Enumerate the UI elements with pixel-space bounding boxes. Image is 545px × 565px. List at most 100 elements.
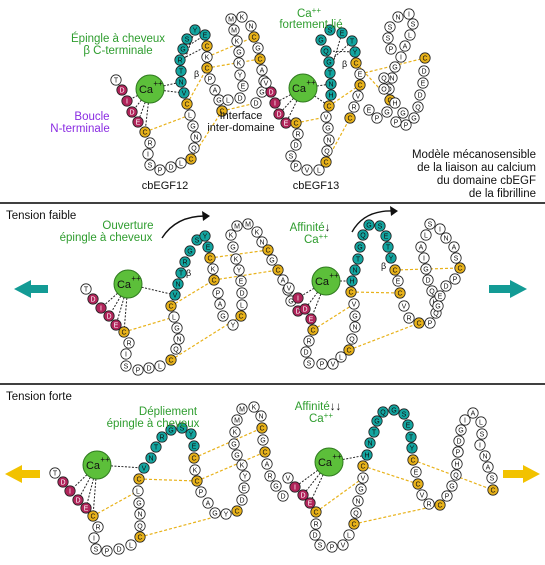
svg-text:E: E — [203, 33, 208, 40]
svg-text:Y: Y — [193, 28, 198, 35]
mid-d1-residue-20: T — [175, 267, 187, 279]
top-d1-residue-1: D — [116, 84, 128, 96]
svg-text:D: D — [295, 309, 300, 316]
top-d2-residue-55: P — [400, 119, 412, 131]
svg-text:++: ++ — [306, 78, 316, 87]
top-d1-ss-2 — [186, 67, 208, 105]
bot-d2-residue-47: S — [486, 472, 498, 484]
top-ss-link-0 — [206, 36, 255, 58]
svg-text:S: S — [124, 364, 129, 371]
mid-d2-ss-2 — [350, 291, 401, 294]
bot-d1-residue-34: D — [236, 494, 248, 506]
svg-text:S: S — [94, 547, 99, 554]
top-d2-residue-4: E — [280, 117, 292, 129]
svg-text:R: R — [182, 260, 187, 267]
top-d2-residue-34: E — [363, 104, 375, 116]
svg-text:I: I — [125, 352, 127, 359]
mid-d1-residue-22: G — [184, 245, 196, 257]
top-d2-residue-59: E — [417, 77, 429, 89]
bot-d1-residue-10: D — [113, 543, 125, 555]
svg-text:C: C — [392, 268, 397, 275]
top-link-residue-2: D — [234, 92, 246, 104]
svg-text:S: S — [328, 28, 333, 35]
ca-bound-text: Ca — [297, 8, 312, 20]
top-d1-residue-8: S — [144, 159, 156, 171]
mid-d2-residue-22: G — [363, 219, 375, 231]
top-link-residue-0: C — [216, 105, 228, 117]
top-d2-residue-0: V — [260, 77, 272, 89]
tension-arrow-right-low — [489, 280, 527, 298]
bot-d2-residue-26: Y — [406, 442, 418, 454]
svg-text:T: T — [179, 271, 184, 278]
svg-text:V: V — [264, 81, 269, 88]
mid-d1-residue-36: E — [235, 275, 247, 287]
bot-d2-residue-11: C — [348, 518, 360, 530]
mid-d2-residue-51: G — [432, 300, 444, 312]
mid-d1-residue-46: G — [266, 254, 278, 266]
bot-d1-residue-26: C — [188, 452, 200, 464]
svg-text:G: G — [230, 245, 235, 252]
svg-text:V: V — [420, 493, 425, 500]
svg-text:L: L — [179, 161, 183, 168]
svg-text:R: R — [126, 341, 131, 348]
top-d1-residue-29: P — [204, 73, 216, 85]
svg-text:G: G — [449, 484, 454, 491]
svg-text:Ca: Ca — [117, 279, 132, 291]
affinity-bot-line2: Ca++ — [309, 411, 333, 425]
mid-d2-residue-40: A — [415, 241, 427, 253]
model-line3: du domaine cbEGF — [437, 175, 536, 187]
top-d2-hbond-0 — [329, 32, 343, 74]
svg-text:R: R — [159, 435, 164, 442]
svg-text:D: D — [239, 498, 244, 505]
svg-text:C: C — [437, 503, 442, 510]
svg-text:V: V — [173, 293, 178, 300]
mid-d2-residue-18: N — [349, 264, 361, 276]
svg-text:++: ++ — [100, 455, 110, 464]
bot-d1-residue-5: C — [87, 510, 99, 522]
bot-d1-residue-36: Y — [239, 470, 251, 482]
svg-text:K: K — [252, 405, 257, 412]
top-d2-residue-58: D — [414, 89, 426, 101]
svg-text:I: I — [126, 99, 128, 106]
bot-d1-residue-51: D — [277, 490, 289, 502]
svg-text:K: K — [193, 468, 198, 475]
top-d2-residue-7: D — [290, 139, 302, 151]
svg-text:R: R — [406, 316, 411, 323]
svg-text:S: S — [411, 22, 416, 29]
ca-ion-top-d1: Ca++ — [135, 74, 165, 104]
svg-text:C: C — [326, 104, 331, 111]
rotation-arrow-right — [351, 210, 394, 233]
svg-text:K: K — [240, 463, 245, 470]
mid-d2-residue-11: C — [343, 344, 355, 356]
bot-d2-residue-41: A — [467, 407, 479, 419]
mid-d1-residue-15: G — [171, 322, 183, 334]
svg-text:I: I — [93, 536, 95, 543]
svg-text:G: G — [288, 299, 293, 306]
mid-d1-residue-14: N — [173, 333, 185, 345]
svg-text:C: C — [204, 44, 209, 51]
svg-text:C: C — [360, 464, 365, 471]
svg-text:++: ++ — [329, 271, 339, 280]
svg-text:Ca: Ca — [318, 457, 333, 469]
svg-text:O: O — [381, 87, 387, 94]
top-d2-residue-3: D — [273, 108, 285, 120]
mid-d2-residue-46: S — [450, 252, 462, 264]
svg-text:G: G — [400, 111, 405, 118]
top-d2-residue-21: G — [323, 56, 335, 68]
affinity-bot-line1: Affinité↓↓ — [295, 401, 341, 413]
bot-d1-residue-29: P — [195, 486, 207, 498]
bot-d2-residue-19: T — [368, 426, 380, 438]
svg-text:G: G — [168, 428, 173, 435]
bot-d2-ss-2 — [362, 465, 419, 485]
bot-d1-residue-39: G — [228, 438, 240, 450]
bot-d2-residue-21: Q — [377, 406, 389, 418]
top-d2-coord-1 — [278, 87, 304, 115]
panel-title-low-tension: Tension faible — [6, 210, 76, 222]
svg-text:A: A — [452, 245, 457, 252]
svg-text:S: S — [428, 222, 433, 229]
svg-text:T: T — [386, 245, 391, 252]
top-link-residue-9: M — [225, 13, 237, 25]
mid-d2-residue-36: Q — [426, 285, 438, 297]
svg-text:H: H — [349, 279, 354, 286]
